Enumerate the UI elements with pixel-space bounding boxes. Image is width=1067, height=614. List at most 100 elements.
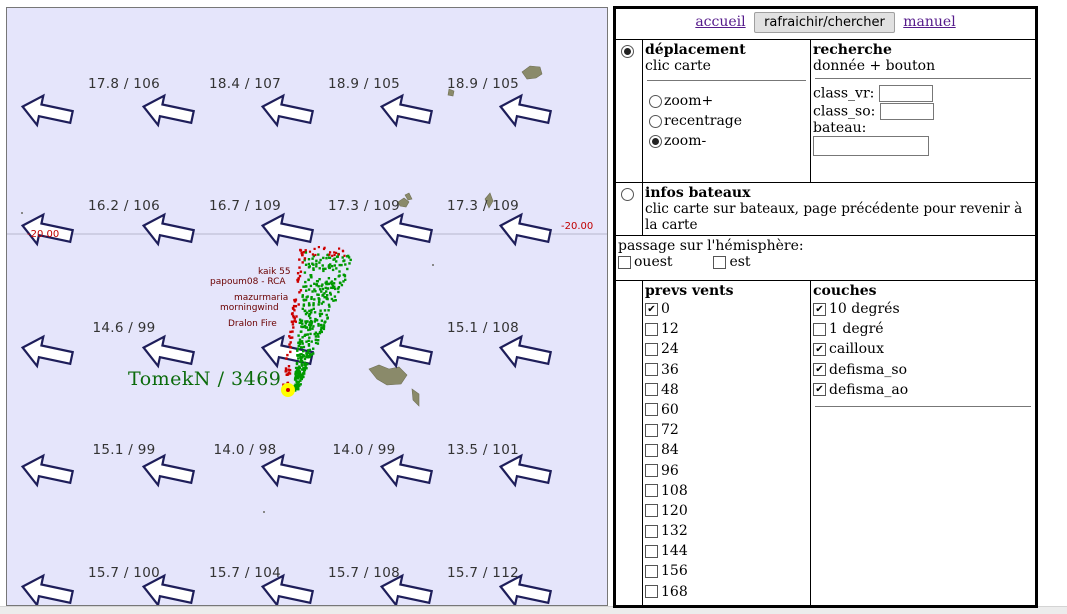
- forecast-point: [296, 366, 299, 369]
- forecast-hour-checkbox[interactable]: [645, 302, 658, 316]
- forecast-point: [314, 318, 317, 322]
- forecast-hour-row[interactable]: 72: [645, 420, 808, 440]
- boat-label[interactable]: kaik 55: [258, 267, 291, 277]
- move-option-radio[interactable]: [649, 94, 662, 108]
- move-option-row[interactable]: zoom-: [649, 131, 808, 151]
- track-point: [298, 291, 301, 294]
- forecast-hour-row[interactable]: 0: [645, 299, 808, 319]
- move-option-radio[interactable]: [649, 114, 662, 128]
- forecast-point: [298, 338, 302, 341]
- class-so-label: class_so:: [813, 103, 876, 120]
- forecast-point: [298, 365, 301, 368]
- layer-checkbox[interactable]: [813, 322, 826, 336]
- forecast-point: [294, 372, 297, 375]
- layer-row[interactable]: defisma_ao: [813, 380, 1033, 400]
- forecast-point: [310, 322, 313, 325]
- forecast-hour-checkbox[interactable]: [645, 484, 658, 498]
- move-option-row[interactable]: zoom+: [649, 91, 808, 111]
- forecast-hour-row[interactable]: 12: [645, 319, 808, 339]
- forecast-point: [324, 320, 327, 323]
- layer-checkbox[interactable]: [813, 302, 826, 316]
- forecast-point: [298, 318, 302, 321]
- forecast-hour-checkbox[interactable]: [645, 464, 658, 477]
- forecast-hour-row[interactable]: 24: [645, 339, 808, 359]
- boat-label[interactable]: Dralon Fire: [228, 319, 277, 329]
- forecast-hour-row[interactable]: 48: [645, 380, 808, 400]
- forecast-point: [300, 364, 304, 367]
- track-point: [298, 266, 301, 269]
- move-option-radio[interactable]: [649, 134, 662, 148]
- track-point: [298, 274, 302, 278]
- forecast-hour-row[interactable]: 60: [645, 400, 808, 420]
- layer-row[interactable]: cailloux: [813, 339, 1033, 359]
- track-point: [303, 257, 307, 260]
- wind-arrow: [141, 93, 196, 128]
- forecast-hour-checkbox[interactable]: [645, 504, 658, 518]
- forecast-hour-checkbox[interactable]: [645, 342, 658, 356]
- forecast-hour-checkbox[interactable]: [645, 383, 658, 397]
- boat-label[interactable]: mazurmaria: [234, 293, 288, 303]
- west-checkbox[interactable]: [618, 255, 631, 269]
- class-vr-input[interactable]: [878, 85, 933, 102]
- forecast-hour-row[interactable]: 132: [645, 521, 808, 541]
- forecast-hour-checkbox[interactable]: [645, 363, 658, 377]
- forecast-hour-checkbox[interactable]: [645, 524, 658, 538]
- forecast-hour-row[interactable]: 108: [645, 481, 808, 501]
- forecast-hour-checkbox[interactable]: [645, 322, 658, 336]
- hemisphere-section: passage sur l'hémisphère: ouest est: [615, 235, 1036, 281]
- move-option-row[interactable]: recentrage: [649, 111, 808, 131]
- track-point: [287, 365, 291, 368]
- forecast-point: [333, 264, 336, 267]
- island-shape: [397, 197, 410, 208]
- manual-link[interactable]: manuel: [903, 14, 956, 30]
- forecast-hour-row[interactable]: 36: [645, 360, 808, 380]
- forecast-point: [323, 309, 327, 312]
- forecast-hour-row[interactable]: 168: [645, 582, 808, 602]
- forecast-point: [334, 299, 337, 302]
- forecast-point: [313, 311, 317, 314]
- track-point: [335, 251, 338, 254]
- forecast-point: [298, 384, 301, 387]
- forecast-hour-row[interactable]: 144: [645, 541, 808, 561]
- forecast-hour-checkbox[interactable]: [645, 403, 658, 417]
- home-link[interactable]: accueil: [695, 14, 746, 30]
- forecast-point: [298, 375, 301, 378]
- forecast-point: [322, 300, 325, 304]
- boat-label[interactable]: papoum08 - RCA: [210, 277, 286, 287]
- forecast-point: [305, 289, 308, 292]
- forecast-point: [305, 340, 308, 343]
- forecast-hour-checkbox[interactable]: [645, 564, 658, 578]
- forecast-hour-row[interactable]: 84: [645, 440, 808, 460]
- info-mode-radio[interactable]: [621, 188, 634, 201]
- forecast-hour-checkbox[interactable]: [645, 443, 658, 457]
- layer-checkbox[interactable]: [813, 342, 826, 356]
- layer-checkbox[interactable]: [813, 363, 826, 377]
- forecast-point: [320, 330, 323, 334]
- forecast-hour-checkbox[interactable]: [645, 423, 658, 437]
- layer-row[interactable]: 10 degrés: [813, 299, 1033, 319]
- forecast-hour-row[interactable]: 120: [645, 501, 808, 521]
- class-so-input[interactable]: [879, 103, 934, 120]
- wind-label: 14.0 / 98: [213, 442, 276, 458]
- forecast-hour-checkbox[interactable]: [645, 544, 658, 558]
- forecast-point: [298, 373, 302, 376]
- info-subtitle: clic carte sur bateaux, page précédente …: [645, 201, 1023, 233]
- forecast-point: [323, 292, 326, 295]
- layer-row[interactable]: 1 degré: [813, 319, 1033, 339]
- forecast-hour-label: 36: [661, 361, 679, 378]
- refresh-search-button[interactable]: rafraichir/chercher: [754, 12, 895, 33]
- layer-checkbox[interactable]: [813, 383, 826, 397]
- east-checkbox[interactable]: [713, 255, 727, 269]
- layer-row[interactable]: defisma_so: [813, 360, 1033, 380]
- forecast-hour-row[interactable]: 96: [645, 461, 808, 481]
- boat-input[interactable]: [813, 136, 929, 156]
- boat-label[interactable]: morningwind: [220, 303, 279, 313]
- forecast-hour-checkbox[interactable]: [645, 585, 658, 599]
- player-label: TomekN / 3469: [128, 368, 281, 390]
- move-mode-radio[interactable]: [621, 45, 634, 58]
- forecast-point: [306, 362, 309, 366]
- forecast-hour-row[interactable]: 156: [645, 561, 808, 581]
